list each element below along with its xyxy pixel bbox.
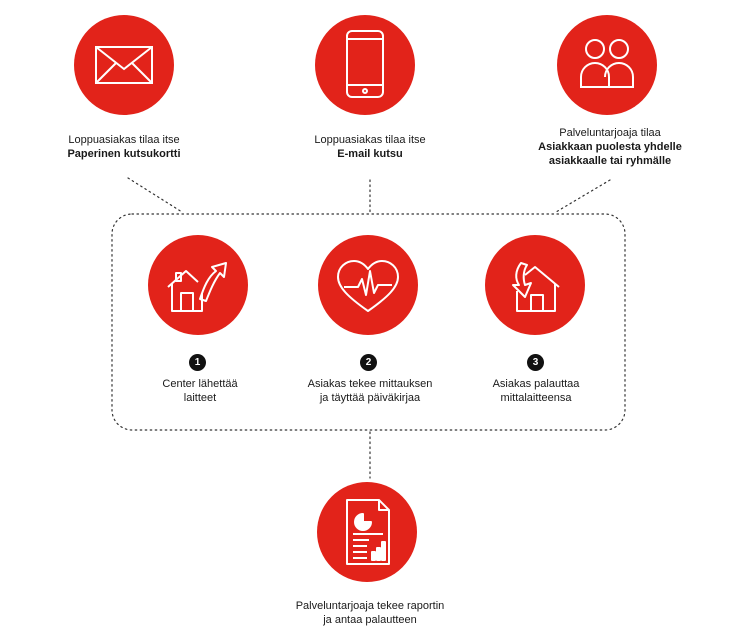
bottom-line2: ja antaa palautteen bbox=[323, 614, 417, 626]
house-arrow-out-icon bbox=[167, 262, 227, 312]
step2-line2: ja täyttää päiväkirjaa bbox=[319, 392, 421, 404]
step3-number-badge: 3 bbox=[527, 354, 544, 371]
heart-pulse-icon bbox=[337, 260, 399, 312]
top-center-line2: E-mail kutsu bbox=[337, 148, 403, 160]
step2-line1: Asiakas tekee mittauksen bbox=[307, 378, 433, 390]
step3-label: Asiakas palauttaa mittalaitteensa bbox=[446, 377, 626, 405]
step2-number-badge: 2 bbox=[360, 354, 377, 371]
people-circle bbox=[557, 15, 657, 115]
step3-line1: Asiakas palauttaa bbox=[492, 378, 580, 390]
smartphone-icon bbox=[346, 30, 384, 98]
step1-number-badge: 1 bbox=[189, 354, 206, 371]
top-center-label: Loppuasiakas tilaa itse E-mail kutsu bbox=[274, 133, 466, 161]
connector-left bbox=[127, 177, 183, 213]
envelope-icon bbox=[95, 46, 153, 84]
step2-circle bbox=[318, 235, 418, 335]
envelope-circle bbox=[74, 15, 174, 115]
top-center-line1: Loppuasiakas tilaa itse bbox=[314, 134, 426, 146]
top-right-line1: Palveluntarjoaja tilaa bbox=[559, 127, 661, 139]
bottom-line1: Palveluntarjoaja tekee raportin bbox=[295, 600, 445, 612]
top-right-line2: Asiakkaan puolesta yhdelle bbox=[538, 141, 682, 153]
top-left-line2: Paperinen kutsukortti bbox=[67, 148, 181, 160]
smartphone-circle bbox=[315, 15, 415, 115]
process-group-box bbox=[111, 213, 626, 431]
step1-label: Center lähettää laitteet bbox=[110, 377, 290, 405]
top-left-line1: Loppuasiakas tilaa itse bbox=[68, 134, 180, 146]
top-left-label: Loppuasiakas tilaa itse Paperinen kutsuk… bbox=[28, 133, 220, 161]
top-right-line3: asiakkaalle tai ryhmälle bbox=[548, 155, 672, 167]
report-icon bbox=[346, 499, 390, 565]
step3-circle bbox=[485, 235, 585, 335]
house-arrow-in-icon bbox=[512, 262, 560, 312]
step1-circle bbox=[148, 235, 248, 335]
step1-line2: laitteet bbox=[183, 392, 217, 404]
bottom-label: Palveluntarjoaja tekee raportin ja antaa… bbox=[270, 599, 470, 627]
report-circle bbox=[317, 482, 417, 582]
top-right-label: Palveluntarjoaja tilaa Asiakkaan puolest… bbox=[514, 126, 706, 168]
step2-label: Asiakas tekee mittauksen ja täyttää päiv… bbox=[278, 377, 462, 405]
connector-right bbox=[555, 179, 611, 213]
step1-line1: Center lähettää bbox=[162, 378, 238, 390]
step3-line2: mittalaitteensa bbox=[500, 392, 572, 404]
people-icon bbox=[580, 39, 634, 88]
